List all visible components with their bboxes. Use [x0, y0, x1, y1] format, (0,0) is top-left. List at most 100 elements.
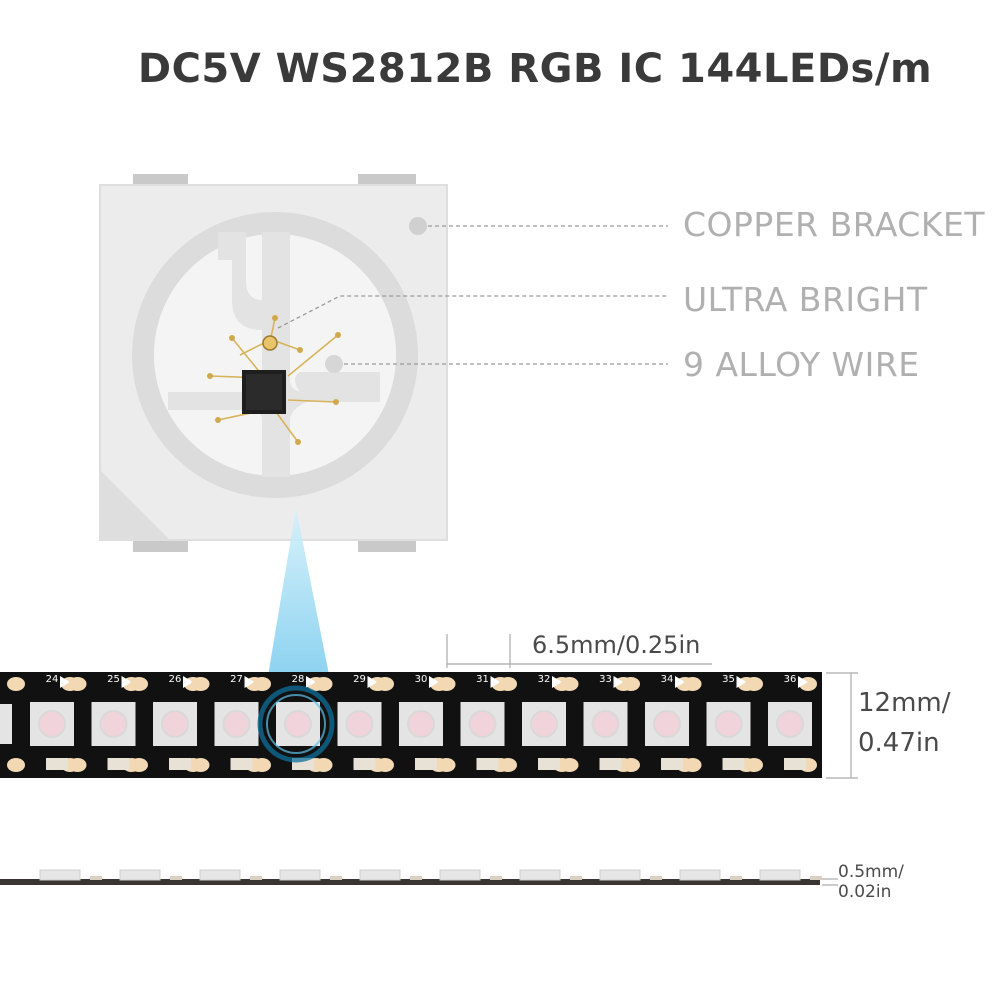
copper-leg-bottom-left — [133, 538, 188, 552]
width-label-line1: 12mm/ — [858, 688, 951, 718]
solder-pad — [437, 758, 456, 772]
led-lens — [99, 710, 128, 738]
copper-leg-bottom-right — [358, 538, 416, 552]
callout-leaders — [277, 225, 668, 365]
strip-led-36: 36 — [745, 674, 817, 772]
capacitor — [230, 758, 253, 770]
side-led — [439, 869, 481, 881]
pitch-dimension-lines — [446, 634, 712, 668]
solder-pad — [314, 758, 333, 772]
bond-pads — [207, 315, 341, 445]
product-title: DC5V WS2812B RGB IC 144LEDs/m — [137, 46, 933, 92]
side-capacitor — [250, 876, 262, 880]
solder-pad — [376, 677, 394, 691]
solder-pad — [683, 677, 702, 691]
led-lens — [530, 710, 558, 738]
width-dimension-lines — [826, 672, 858, 779]
capacitor — [538, 758, 560, 770]
capacitor — [784, 758, 806, 770]
direction-arrow — [183, 676, 193, 688]
direction-arrow — [60, 676, 70, 688]
solder-pad — [253, 758, 271, 772]
solder-pad — [499, 758, 517, 772]
capacitor — [476, 758, 499, 770]
led-lens — [407, 710, 435, 738]
rgb-die — [262, 335, 278, 351]
solder-pad — [130, 758, 148, 772]
side-capacitor — [90, 876, 102, 880]
direction-arrow — [306, 676, 316, 688]
led-package — [99, 174, 448, 552]
led-lens — [222, 710, 251, 738]
led-lens — [776, 710, 804, 738]
led-partial — [0, 704, 12, 744]
solder-pad — [560, 677, 579, 691]
led-number: 34 — [661, 674, 674, 685]
capacitor — [46, 758, 68, 770]
led-number: 28 — [292, 674, 305, 685]
capacitor — [353, 758, 376, 770]
side-capacitor — [730, 876, 742, 880]
strip-led-32: 32 — [499, 674, 571, 772]
highlighted-led-ring — [257, 685, 335, 763]
side-capacitor — [650, 876, 662, 880]
solder-pad — [376, 758, 394, 772]
led-lens — [591, 710, 620, 738]
capacitor — [169, 758, 191, 770]
thickness-label-line1: 0.5mm/ — [838, 862, 904, 882]
copper-bracket-marker — [409, 217, 427, 235]
led-number: 35 — [722, 674, 735, 685]
reflector-ring — [132, 212, 418, 498]
side-capacitor — [330, 876, 342, 880]
side-led — [359, 869, 401, 881]
led-number: 27 — [230, 674, 243, 685]
strip-led-24: 24 — [7, 674, 79, 772]
direction-arrow — [121, 676, 132, 688]
solder-pad — [437, 677, 456, 691]
led-number: 24 — [46, 674, 59, 685]
led-number: 29 — [353, 674, 366, 685]
solder-pad — [7, 677, 25, 691]
led-lens — [468, 710, 497, 738]
strip-led-26: 26 — [130, 674, 202, 772]
direction-arrow — [490, 676, 501, 688]
strip-led-29: 29 — [314, 674, 387, 772]
side-capacitor — [810, 876, 822, 880]
solder-pad — [7, 758, 25, 772]
package-corner-mark — [100, 470, 170, 540]
led-lens — [284, 710, 312, 738]
thickness-dimension-lines — [822, 878, 838, 886]
callout-ultra-bright: ULTRA BRIGHT — [683, 280, 928, 319]
solder-pad — [622, 677, 640, 691]
pitch-label: 6.5mm/0.25in — [532, 631, 701, 659]
lead-frame-arm — [218, 232, 262, 330]
strip-led-27: 27 — [191, 674, 264, 772]
led-number: 32 — [538, 674, 551, 685]
side-led — [39, 869, 81, 881]
side-capacitor — [170, 876, 182, 880]
led-number: 36 — [784, 674, 797, 685]
led-lens — [161, 710, 189, 738]
led-number: 30 — [415, 674, 428, 685]
callout-copper-bracket: COPPER BRACKET — [683, 205, 986, 244]
direction-arrow — [675, 676, 685, 688]
side-led — [119, 869, 161, 881]
side-led — [679, 869, 721, 881]
led-number: 31 — [476, 674, 489, 685]
direction-arrow — [613, 676, 624, 688]
strip-led-30: 30 — [376, 674, 448, 772]
solder-pad — [314, 677, 333, 691]
side-led — [599, 869, 641, 881]
solder-pad — [745, 677, 763, 691]
led-number: 25 — [107, 674, 120, 685]
direction-arrow — [244, 676, 255, 688]
side-led — [519, 869, 561, 881]
capacitor — [661, 758, 683, 770]
strip-led-25: 25 — [68, 674, 141, 772]
solder-pad — [499, 677, 517, 691]
solder-pad — [683, 758, 702, 772]
direction-arrow — [552, 676, 562, 688]
